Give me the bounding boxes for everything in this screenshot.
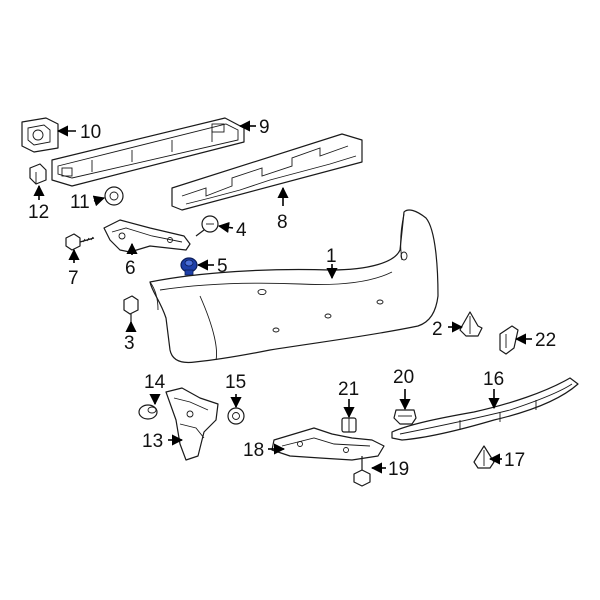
- callout-20: 20: [393, 367, 414, 388]
- part-18-lower-bracket[interactable]: [271, 427, 385, 461]
- part-14-grommet[interactable]: [138, 404, 158, 420]
- part-13-side-bracket[interactable]: [165, 387, 219, 461]
- callout-9: 9: [259, 117, 270, 138]
- part-7-bolt[interactable]: [65, 233, 95, 251]
- part-4-screw[interactable]: [195, 215, 219, 237]
- callout-13: 13: [142, 431, 163, 452]
- callout-17: 17: [504, 450, 525, 471]
- callout-18: 18: [243, 440, 264, 461]
- callout-1: 1: [326, 246, 337, 267]
- callout-7: 7: [68, 268, 79, 289]
- callouts: 10 9 12 11 8 4 7 6 5 1 3 2 22: [28, 117, 556, 480]
- part-6-side-bracket[interactable]: [103, 219, 191, 253]
- callout-11: 11: [70, 192, 90, 213]
- callout-3: 3: [124, 333, 135, 354]
- part-22-bracket[interactable]: [499, 325, 519, 355]
- callout-14: 14: [144, 372, 166, 393]
- part-17-clip[interactable]: [473, 445, 495, 469]
- callout-19: 19: [388, 459, 409, 480]
- part-21-clip[interactable]: [341, 417, 357, 433]
- part-12-nut[interactable]: [29, 163, 47, 185]
- callout-2: 2: [432, 319, 443, 340]
- callout-5: 5: [217, 256, 228, 277]
- callout-16: 16: [483, 369, 504, 390]
- part-11-nut[interactable]: [104, 186, 124, 206]
- callout-8: 8: [277, 212, 288, 233]
- part-15-grommet[interactable]: [227, 407, 245, 425]
- part-8-energy-absorber[interactable]: [171, 133, 363, 211]
- part-19-bolt[interactable]: [353, 456, 371, 487]
- part-16-lower-reinforcement[interactable]: [391, 377, 579, 441]
- callout-12: 12: [28, 202, 49, 223]
- part-20-clip[interactable]: [393, 409, 417, 425]
- callout-22: 22: [535, 330, 556, 351]
- part-3-screw[interactable]: [123, 295, 139, 322]
- part-5-clip[interactable]: [180, 257, 198, 276]
- callout-10: 10: [80, 122, 101, 143]
- part-2-clip[interactable]: [459, 311, 483, 337]
- part-1-bumper-cover[interactable]: [149, 209, 439, 364]
- part-9-reinforcement-bar[interactable]: [51, 117, 245, 187]
- callout-4: 4: [236, 220, 247, 241]
- callout-21: 21: [338, 379, 359, 400]
- callout-15: 15: [225, 372, 246, 393]
- callout-6: 6: [125, 258, 136, 279]
- part-10-bracket[interactable]: [21, 117, 59, 153]
